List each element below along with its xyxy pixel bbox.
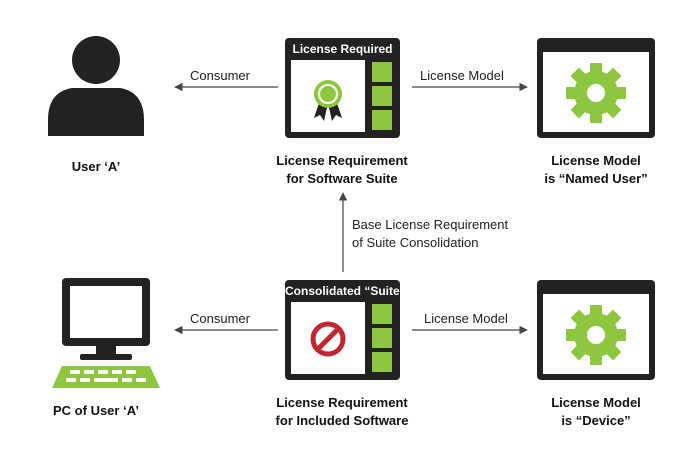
device-caption-line2: is “Device” bbox=[561, 413, 631, 428]
license-ribbon-icon bbox=[314, 80, 342, 121]
user-caption-text: User ‘A’ bbox=[71, 159, 121, 174]
vertical-edge-label-line1: Base License Requirement bbox=[352, 217, 509, 232]
consolidated-suite-caption-line2: for Included Software bbox=[275, 413, 409, 428]
pc-caption: PC of User ‘A’ bbox=[26, 402, 166, 420]
consolidated-suite-header: Consolidated “Suite” bbox=[285, 284, 406, 298]
computer-icon bbox=[52, 278, 160, 388]
user-caption: User ‘A’ bbox=[36, 158, 156, 176]
bottom-consumer-label: Consumer bbox=[190, 311, 250, 326]
gear-icon bbox=[566, 305, 626, 365]
vertical-edge-label-line2: of Suite Consolidation bbox=[352, 235, 479, 250]
gear-icon bbox=[566, 63, 626, 123]
license-required-caption-line1: License Requirement bbox=[276, 153, 408, 168]
license-required-caption: License Requirement for Software Suite bbox=[252, 152, 432, 188]
bottom-license-model-label: License Model bbox=[424, 311, 508, 326]
vertical-edge-label: Base License Requirement of Suite Consol… bbox=[352, 216, 508, 252]
top-license-model-label: License Model bbox=[420, 68, 504, 83]
license-required-header: License Required bbox=[292, 42, 393, 56]
pc-caption-text: PC of User ‘A’ bbox=[53, 403, 139, 418]
license-required-caption-line2: for Software Suite bbox=[286, 171, 398, 186]
named-user-caption: License Model is “Named User” bbox=[516, 152, 676, 188]
top-consumer-label: Consumer bbox=[190, 68, 250, 83]
device-caption: License Model is “Device” bbox=[516, 394, 676, 430]
named-user-caption-line2: is “Named User” bbox=[544, 171, 648, 186]
named-user-caption-line1: License Model bbox=[551, 153, 641, 168]
consolidated-suite-caption-line1: License Requirement bbox=[276, 395, 408, 410]
consolidated-suite-caption: License Requirement for Included Softwar… bbox=[252, 394, 432, 430]
device-caption-line1: License Model bbox=[551, 395, 641, 410]
person-icon bbox=[48, 36, 144, 136]
no-entry-icon bbox=[310, 321, 346, 357]
